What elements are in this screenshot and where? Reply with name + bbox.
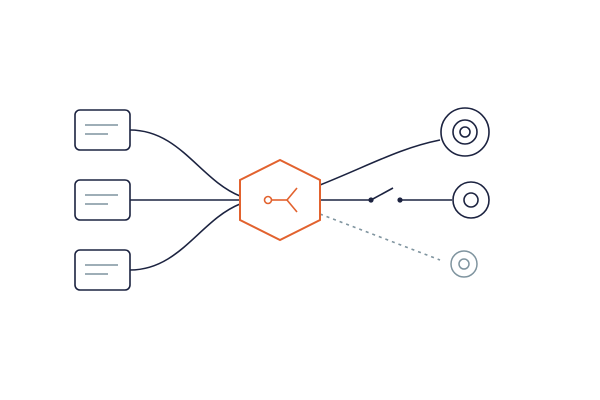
connector-source-3 [129, 203, 241, 271]
source-node-3[interactable] [74, 249, 131, 291]
output-target-3[interactable] [450, 250, 478, 278]
double-ring-target-icon [440, 107, 490, 157]
connector-source-1 [129, 129, 241, 197]
source-node-1[interactable] [74, 109, 131, 151]
connector-output-1 [319, 139, 441, 186]
input-connectors [129, 129, 241, 271]
document-icon [85, 124, 118, 135]
output-target-1[interactable] [440, 107, 490, 157]
switch-connector[interactable] [320, 187, 452, 203]
switch-lever [370, 187, 394, 201]
connector-output-3 [319, 213, 441, 261]
ring-target-icon [450, 250, 478, 278]
output-connectors [319, 139, 452, 261]
switch-contact-left [368, 197, 374, 203]
router-hub[interactable] [239, 158, 321, 242]
document-icon [85, 194, 118, 205]
source-node-2[interactable] [74, 179, 131, 221]
document-icon [85, 264, 118, 275]
output-target-2[interactable] [452, 181, 490, 219]
fork-icon [263, 187, 298, 213]
ring-target-icon [452, 181, 490, 219]
